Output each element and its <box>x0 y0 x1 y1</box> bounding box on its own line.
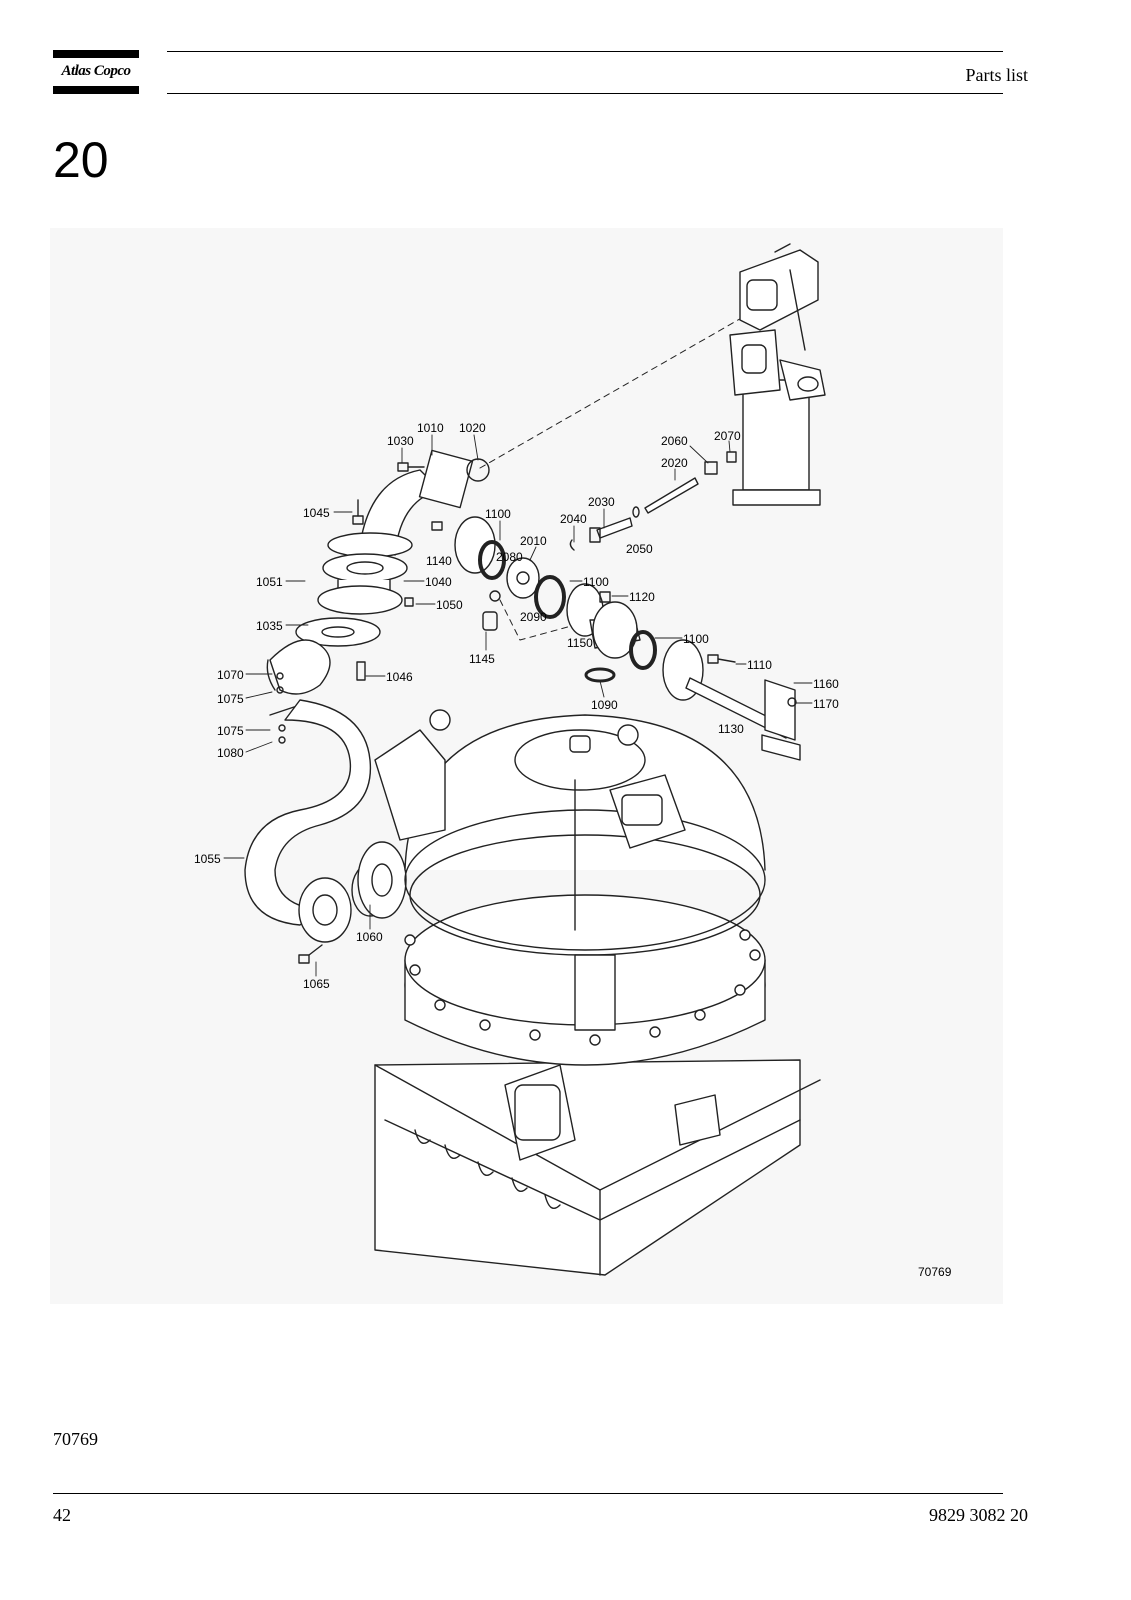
part-callout-2060: 2060 <box>661 434 688 448</box>
part-callout-1065: 1065 <box>303 977 330 991</box>
part-callout-1080: 1080 <box>217 746 244 760</box>
part-callout-2020: 2020 <box>661 456 688 470</box>
atlas-copco-logo: Atlas Copco <box>53 50 139 94</box>
part-callout-1035: 1035 <box>256 619 283 633</box>
part-callout-1051: 1051 <box>256 575 283 589</box>
drawing-reference: 70769 <box>918 1265 952 1279</box>
footer-rule <box>53 1493 1003 1494</box>
exploded-parts-drawing: 1010 1020 1030 2060 2070 2020 2030 1045 1100 2040… <box>50 228 1003 1304</box>
gasket-1090 <box>584 667 616 683</box>
part-callout-2090: 2090 <box>520 610 547 624</box>
part-callout-1070: 1070 <box>217 668 244 682</box>
part-callout-1030: 1030 <box>387 434 414 448</box>
part-callout-1170: 1170 <box>813 697 839 711</box>
part-callout-1075: 1075 <box>217 692 244 706</box>
part-callout-2010: 2010 <box>520 534 547 548</box>
base-slots <box>414 1129 561 1209</box>
part-callout-1020: 1020 <box>459 421 486 435</box>
header-bottom-rule <box>167 93 1003 94</box>
upper-housing <box>729 243 826 506</box>
logo-top-bar <box>53 50 139 58</box>
header-top-rule <box>167 51 1003 52</box>
outlet-pipe <box>662 639 801 761</box>
part-callout-1040: 1040 <box>425 575 452 589</box>
part-callout-1100: 1100 <box>683 632 709 646</box>
page-number: 42 <box>53 1505 71 1525</box>
part-callout-2050: 2050 <box>626 542 653 556</box>
part-callout-1100: 1100 <box>485 507 511 521</box>
part-callout-1100: 1100 <box>583 575 609 589</box>
part-callout-1150: 1150 <box>567 636 593 650</box>
bolt-ring <box>404 929 761 1046</box>
part-callout-1120: 1120 <box>629 590 655 604</box>
valve-assembly <box>404 516 657 683</box>
part-callout-1145: 1145 <box>469 652 495 666</box>
logo-wordmark: Atlas Copco <box>61 63 131 79</box>
part-callout-1110: 1110 <box>747 658 772 672</box>
part-callout-1046: 1046 <box>386 670 413 684</box>
elbow-pipe-upper <box>327 449 474 558</box>
part-callout-1140: 1140 <box>426 554 452 568</box>
alignment-line-top <box>479 315 746 469</box>
part-callout-1130: 1130 <box>718 722 744 736</box>
alignment-line-mid <box>499 599 576 641</box>
part-callout-1055: 1055 <box>194 852 221 866</box>
part-callout-1075: 1075 <box>217 724 244 738</box>
leader-lines <box>223 434 813 977</box>
figure-caption: 70769 <box>53 1429 98 1449</box>
flange-stack <box>269 553 408 695</box>
part-callout-1160: 1160 <box>813 677 839 691</box>
drawing-svg <box>223 243 826 1276</box>
small-parts <box>569 451 737 551</box>
part-callout-2030: 2030 <box>588 495 615 509</box>
section-number: 20 <box>53 132 109 188</box>
part-callout-2040: 2040 <box>560 512 587 526</box>
part-callout-2080: 2080 <box>496 550 523 564</box>
separator-body <box>374 709 821 1276</box>
pipe-1055 <box>244 699 407 964</box>
flange-1060 <box>357 841 407 919</box>
part-callout-1090: 1090 <box>591 698 618 712</box>
document-number: 9829 3082 20 <box>929 1505 1028 1525</box>
part-callout-2070: 2070 <box>714 429 741 443</box>
header-title: Parts list <box>965 65 1028 85</box>
part-callout-1050: 1050 <box>436 598 463 612</box>
logo-bottom-bar <box>53 86 139 94</box>
part-callout-1010: 1010 <box>417 421 444 435</box>
part-callout-1060: 1060 <box>356 930 383 944</box>
base-frame <box>374 1059 801 1276</box>
part-callout-1045: 1045 <box>303 506 330 520</box>
